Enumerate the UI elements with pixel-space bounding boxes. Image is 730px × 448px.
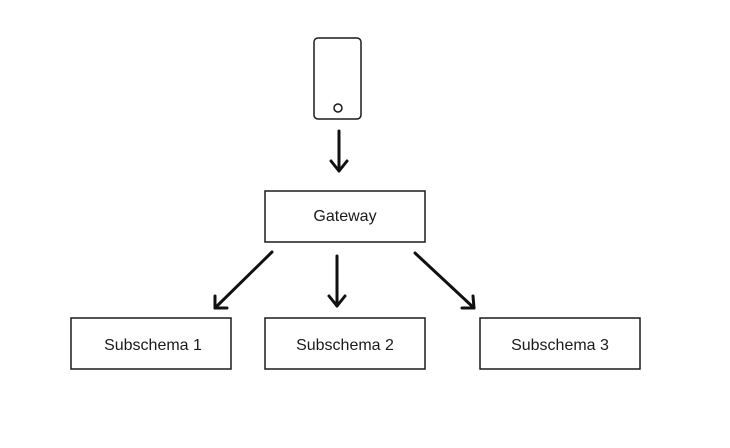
arrow-shaft (413, 251, 476, 310)
subschema-1-box (70, 317, 232, 370)
subschema-2-box (264, 317, 426, 370)
arrow-shaft (213, 250, 274, 310)
gateway-node: Gateway (264, 190, 426, 243)
edge-gateway-to-subschema-1 (213, 250, 274, 310)
phone-home-button (333, 103, 343, 113)
arrow-head (460, 294, 476, 310)
arrow-head (327, 294, 347, 308)
phone-body (313, 37, 362, 120)
arrow-head (329, 159, 349, 173)
subschema-node-2: Subschema 2 (264, 317, 426, 370)
mobile-phone-icon (313, 37, 362, 120)
edge-gateway-to-subschema-2 (327, 254, 347, 308)
subschema-node-1: Subschema 1 (70, 317, 232, 370)
subschema-node-3: Subschema 3 (479, 317, 641, 370)
arrow-head (213, 294, 229, 310)
edge-client-to-gateway (329, 129, 349, 173)
gateway-box (264, 190, 426, 243)
subschema-3-label: Subschema 3 (511, 337, 609, 354)
subschema-1-label: Subschema 1 (104, 337, 202, 354)
subschema-3-box (479, 317, 641, 370)
subschema-2-label: Subschema 2 (296, 337, 394, 354)
gateway-label: Gateway (313, 208, 376, 225)
edge-gateway-to-subschema-3 (413, 251, 476, 310)
